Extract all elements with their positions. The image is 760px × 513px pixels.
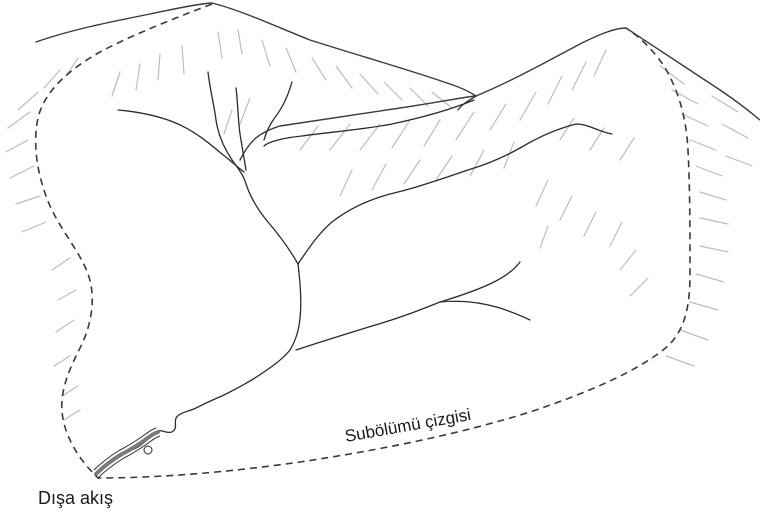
outlet-channel xyxy=(94,428,160,478)
stream-network xyxy=(96,72,612,474)
outflow-label: Dışa akış xyxy=(38,488,113,508)
stream-branch-6 xyxy=(298,124,612,264)
main-stream xyxy=(96,264,301,474)
ridgelines xyxy=(36,3,760,160)
left-mountain-ridge xyxy=(36,3,476,96)
stream-branch-2 xyxy=(118,110,244,172)
divide-label: Subölümü çizgisi xyxy=(343,405,472,446)
drainage-divide-line xyxy=(36,4,690,478)
slope-hatching xyxy=(6,30,752,420)
stream-branch-4 xyxy=(264,82,292,140)
stream-branch-7 xyxy=(296,262,520,350)
right-mountain-ridge xyxy=(240,28,760,160)
pond-icon xyxy=(144,446,152,454)
stream-branch-8 xyxy=(440,301,530,320)
